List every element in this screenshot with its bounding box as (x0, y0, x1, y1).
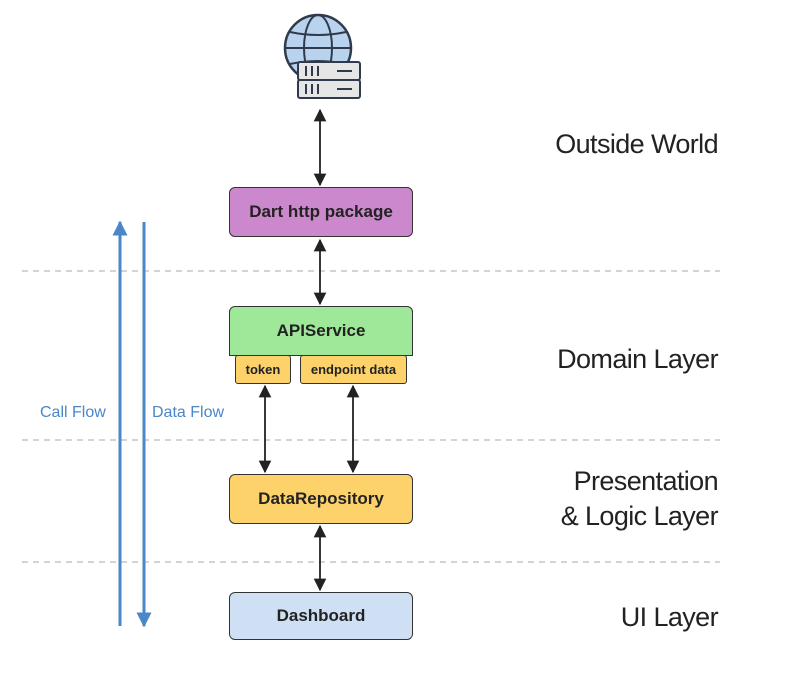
dashboard-label: Dashboard (276, 606, 366, 625)
layer-outside-world: Outside World (555, 129, 718, 159)
http-package-box: Dart http package (229, 187, 413, 237)
api-service-label: APIService (276, 321, 366, 340)
dashboard-box: Dashboard (229, 592, 413, 640)
call-flow-label: Call Flow (40, 404, 106, 421)
api-service-box: APIService (229, 306, 413, 356)
http-package-label: Dart http package (249, 202, 393, 221)
layer-presentation-logic: Presentation & Logic Layer (560, 466, 719, 531)
endpoint-data-box: endpoint data (300, 355, 407, 384)
token-box: token (235, 355, 291, 384)
endpoint-data-label: endpoint data (310, 362, 397, 377)
data-flow-label: Data Flow (152, 404, 225, 421)
layer-domain: Domain Layer (557, 344, 718, 374)
layer-ui: UI Layer (620, 602, 719, 632)
data-repository-label: DataRepository (258, 489, 384, 508)
globe-server-icon (283, 13, 361, 99)
token-label: token (245, 362, 281, 377)
data-repository-box: DataRepository (229, 474, 413, 524)
